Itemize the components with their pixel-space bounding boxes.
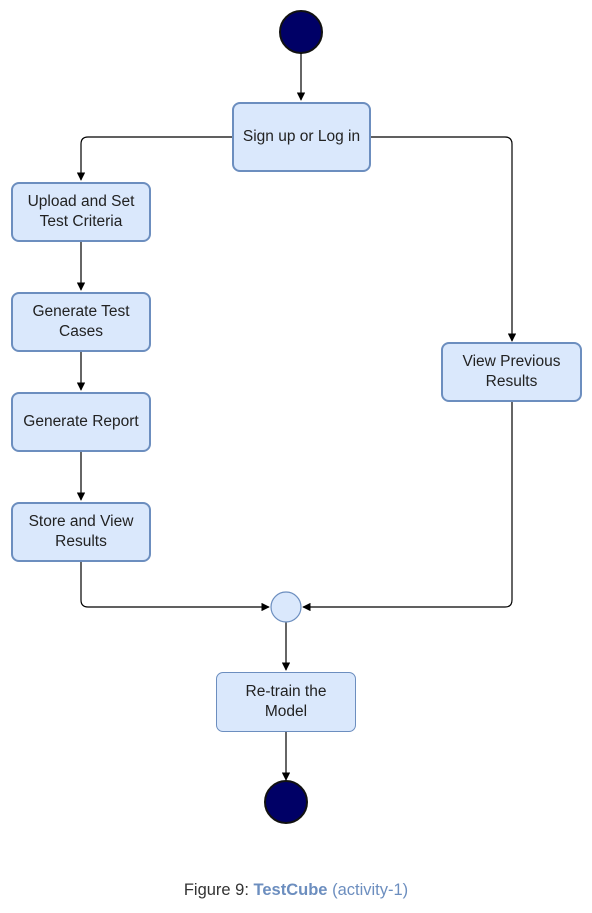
generate-test-cases-node: Generate Test Cases: [11, 292, 151, 352]
caption-prefix: Figure 9:: [183, 881, 254, 899]
merge-node: [270, 591, 302, 623]
generate-report-node: Generate Report: [11, 392, 151, 452]
caption-suffix: (activity-1): [327, 881, 409, 899]
figure-caption: Figure 9: TestCube (activity-1): [0, 881, 592, 900]
edge-signup-to-upload: [76, 136, 232, 181]
edge-signup-to-view-previous: [371, 136, 517, 342]
edge-store-to-merge: [80, 562, 270, 612]
upload-test-criteria-node: Upload and Set Test Criteria: [11, 182, 151, 242]
edge-view-previous-to-merge: [302, 402, 513, 612]
retrain-model-node: Re-train the Model: [216, 672, 356, 732]
caption-name: TestCube: [253, 881, 328, 899]
end-node: [264, 780, 308, 824]
view-previous-results-node: View Previous Results: [441, 342, 582, 402]
start-node: [279, 10, 323, 54]
signup-login-node: Sign up or Log in: [232, 102, 371, 172]
store-view-results-node: Store and View Results: [11, 502, 151, 562]
